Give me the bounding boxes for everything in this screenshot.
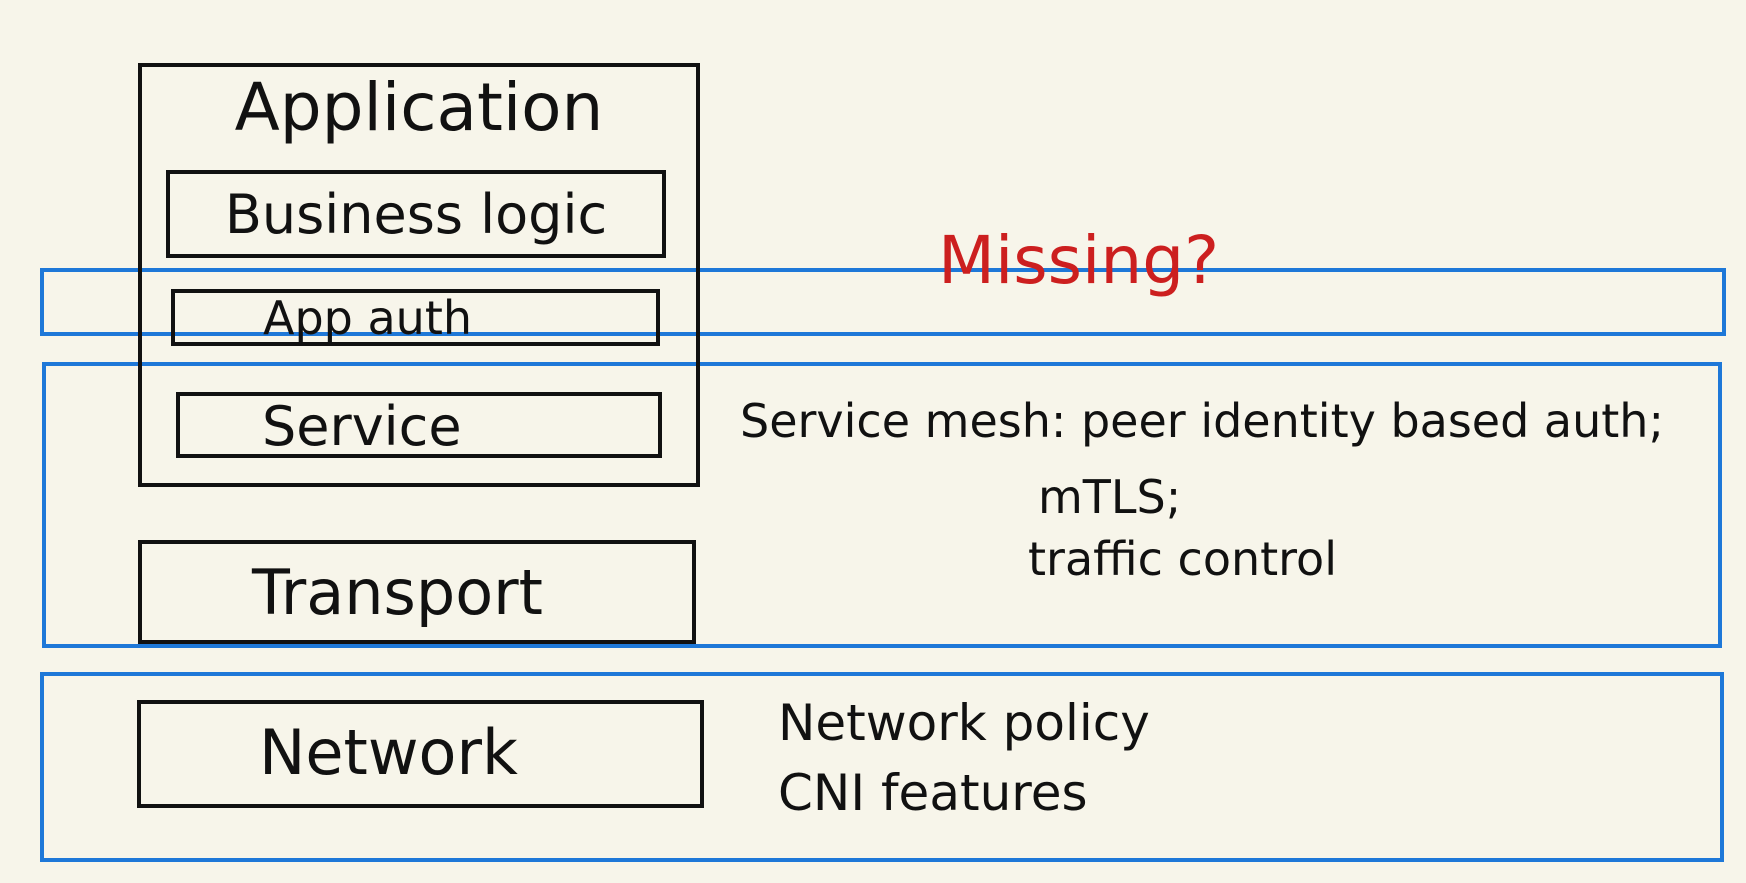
service-box: Service bbox=[176, 392, 662, 458]
transport-label: Transport bbox=[252, 556, 543, 629]
traffic-control-annotation: traffic control bbox=[1028, 532, 1337, 586]
cni-features-annotation: CNI features bbox=[778, 764, 1088, 822]
missing-annotation: Missing? bbox=[938, 222, 1220, 299]
network-box: Network bbox=[137, 700, 704, 808]
business-logic-label: Business logic bbox=[224, 183, 608, 246]
service-mesh-band bbox=[42, 362, 1722, 648]
network-policy-annotation: Network policy bbox=[778, 694, 1150, 752]
business-logic-box: Business logic bbox=[166, 170, 666, 258]
missing-layer-band bbox=[40, 268, 1726, 336]
network-band bbox=[40, 672, 1724, 862]
application-label: Application bbox=[234, 69, 604, 146]
mtls-annotation: mTLS; bbox=[1038, 470, 1182, 524]
app-auth-box: App auth bbox=[171, 289, 660, 346]
transport-box: Transport bbox=[138, 540, 696, 644]
application-box: Application bbox=[138, 63, 700, 487]
service-label: Service bbox=[262, 395, 462, 458]
service-mesh-annotation: Service mesh: peer identity based auth; bbox=[740, 394, 1664, 448]
app-auth-label: App auth bbox=[263, 291, 473, 345]
network-label: Network bbox=[259, 716, 518, 789]
